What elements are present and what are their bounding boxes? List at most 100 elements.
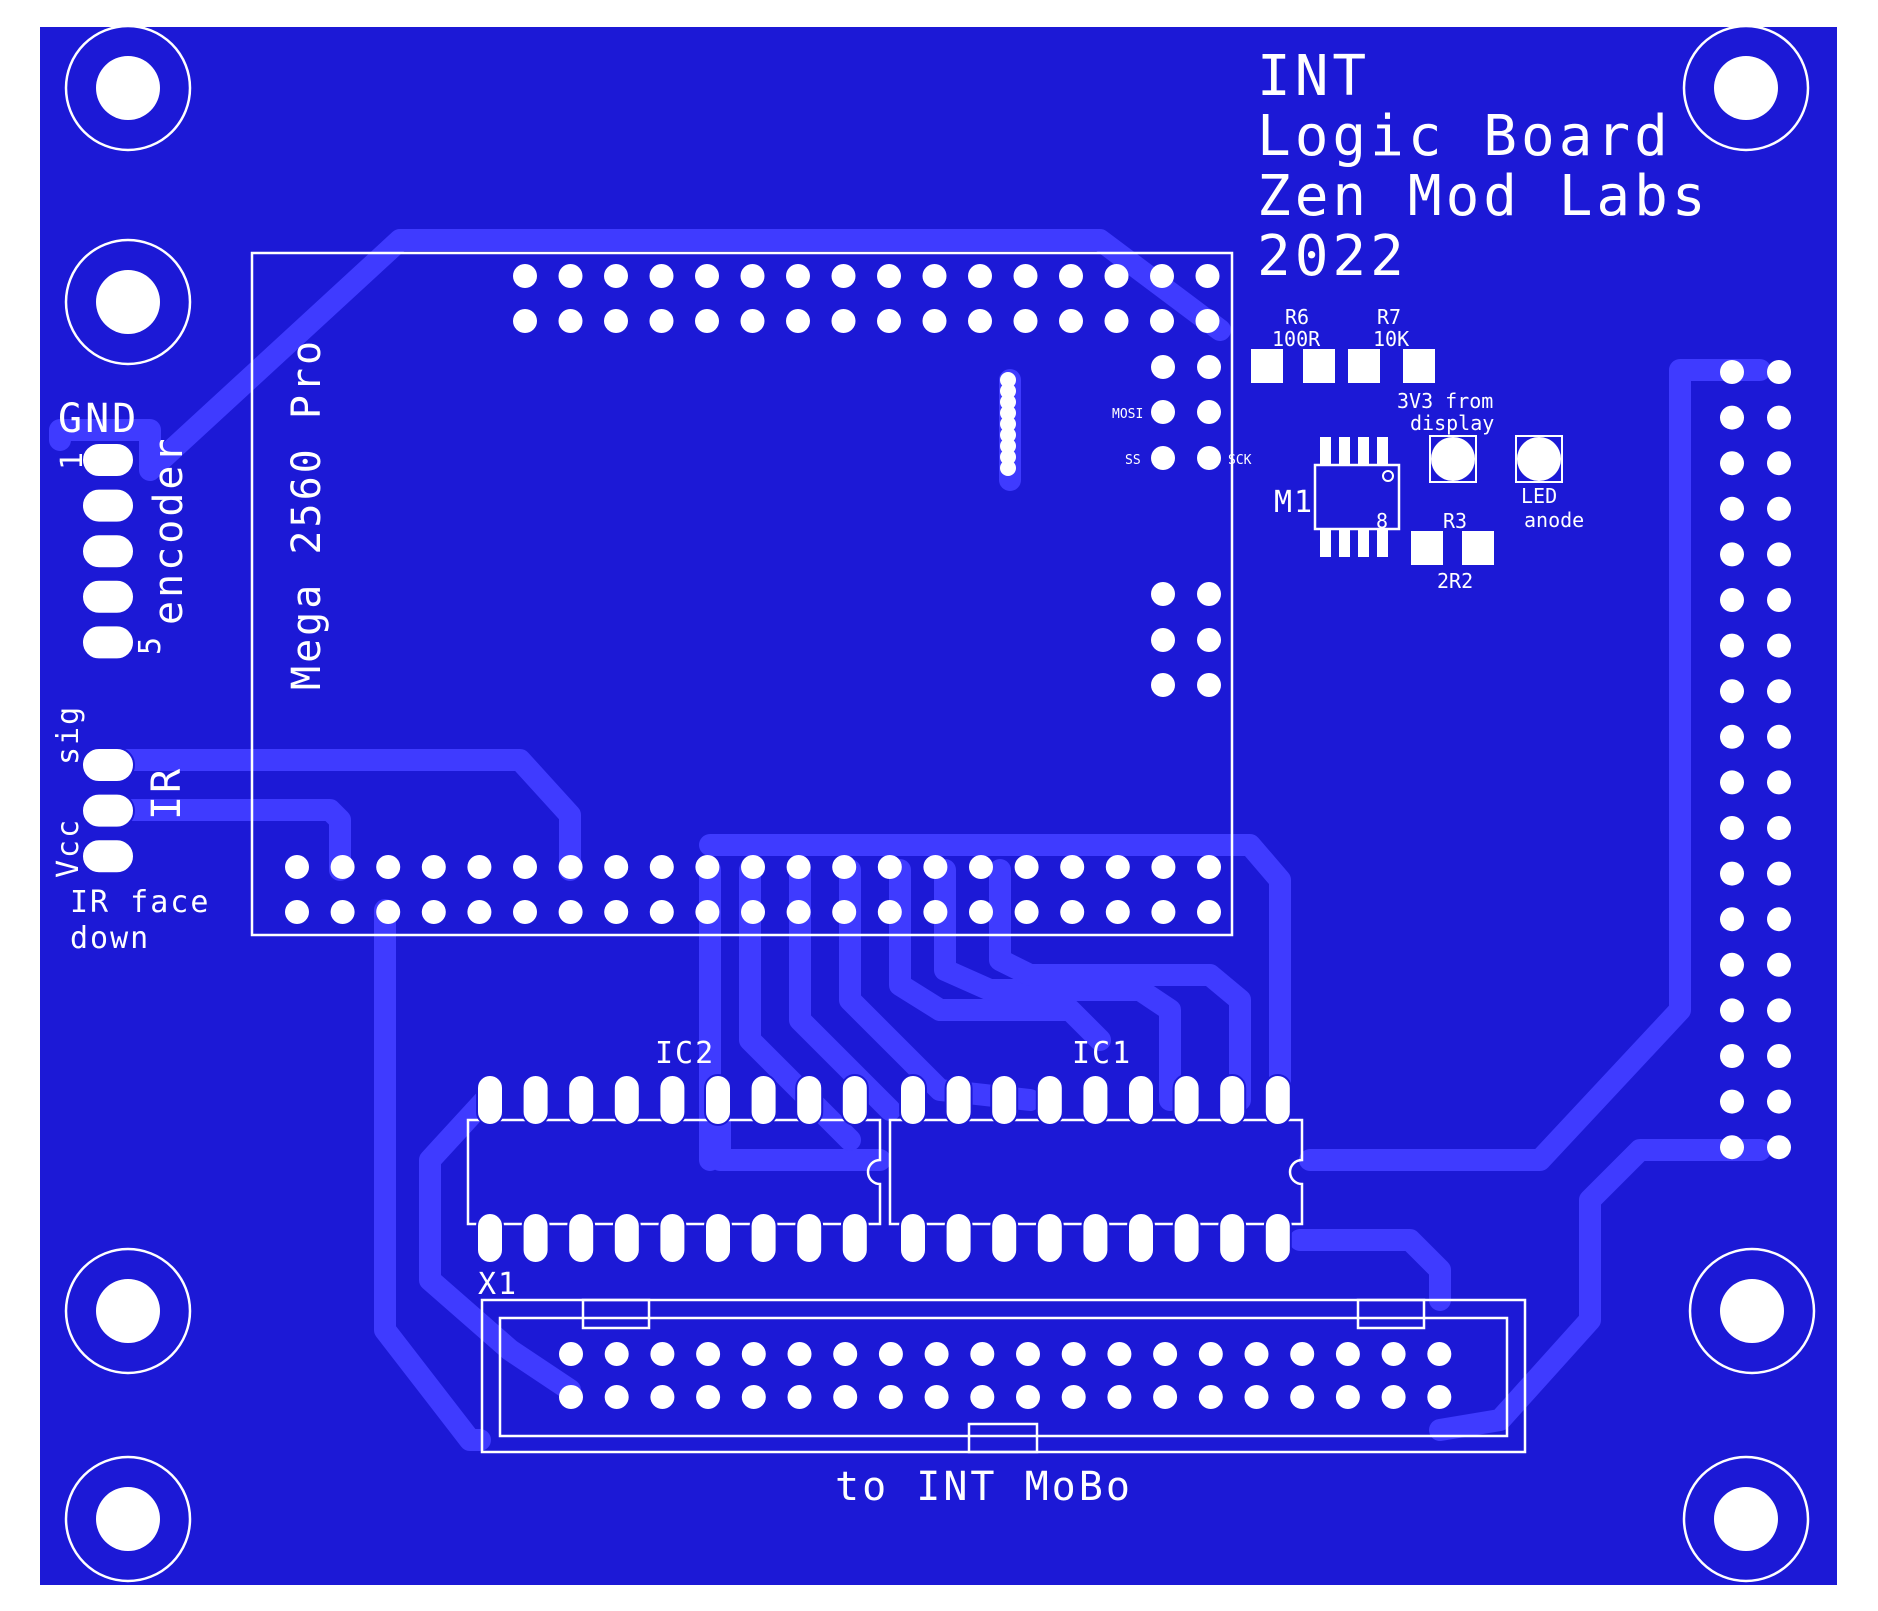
pad-icon: [1427, 1385, 1452, 1409]
ic2-outline: [466, 1118, 882, 1226]
pad-icon: [1060, 900, 1085, 924]
pad-icon: [787, 1342, 812, 1366]
r7-ref: R7: [1377, 305, 1401, 329]
mounting-hole-icon: [1688, 1247, 1816, 1375]
pad-icon: [1720, 1044, 1744, 1068]
encoder-header-pad: [81, 487, 135, 524]
mounting-hole-drill: [96, 1279, 160, 1343]
r3-value: 2R2: [1437, 569, 1473, 593]
r7-value: 10K: [1373, 327, 1409, 351]
ic-pin: [567, 1074, 596, 1126]
pad-icon: [831, 309, 856, 333]
pad-icon: [1720, 405, 1744, 430]
pad-icon: [695, 900, 720, 924]
pad-icon: [1151, 900, 1176, 924]
ic-pin: [1127, 1074, 1155, 1126]
x1-ref: X1: [478, 1267, 518, 1302]
pad-icon: [1767, 1089, 1791, 1114]
ic-pin: [749, 1074, 778, 1126]
ic-pin: [1172, 1074, 1201, 1126]
ic-pin: [658, 1074, 687, 1126]
via-dot: [1000, 372, 1016, 388]
pad-icon: [970, 1342, 995, 1366]
led-note-line-1: LED: [1521, 484, 1557, 508]
pad-icon: [1720, 770, 1744, 795]
m1-module: [1313, 437, 1401, 557]
ic-pin: [1218, 1212, 1247, 1264]
pad-icon: [877, 309, 901, 333]
pad-icon: [1013, 264, 1038, 288]
pad-icon: [1767, 1135, 1791, 1160]
pad-icon: [1198, 1342, 1223, 1366]
pad-icon: [1767, 405, 1791, 430]
pad-icon: [1014, 855, 1039, 879]
pad-icon: [558, 264, 583, 288]
pad-icon: [1014, 900, 1039, 924]
encoder-header-pad: [81, 533, 135, 570]
pad-icon: [513, 900, 537, 924]
pad-icon: [969, 900, 993, 924]
pad-icon: [1767, 1044, 1791, 1068]
ic-pin: [944, 1074, 973, 1126]
power-note-line-2: display: [1410, 411, 1494, 435]
m1-pin: [1339, 529, 1350, 557]
pad-icon: [1720, 952, 1744, 977]
mounting-hole-drill: [1714, 1487, 1778, 1551]
pad-icon: [1104, 309, 1129, 333]
ic-pin: [1081, 1212, 1110, 1264]
pad-icon: [1335, 1342, 1360, 1366]
pad-icon: [969, 855, 993, 879]
pad-icon: [877, 900, 902, 924]
pad-icon: [1107, 1385, 1132, 1409]
pad-icon: [421, 855, 446, 879]
pad-icon: [285, 855, 309, 879]
pad-icon: [1290, 1342, 1315, 1366]
pad-icon: [741, 1385, 766, 1409]
pad-icon: [1104, 264, 1129, 288]
pad-icon: [1198, 1385, 1223, 1409]
mounting-hole-icon: [64, 1247, 192, 1375]
via-dot: [1000, 449, 1016, 465]
pad-icon: [833, 1342, 858, 1366]
ic-pin: [749, 1212, 778, 1264]
ic-pin: [1127, 1212, 1155, 1264]
ic-pin: [658, 1212, 687, 1264]
pad-icon: [924, 1385, 949, 1409]
pad-icon: [1151, 400, 1175, 424]
ic-pin: [1035, 1074, 1064, 1126]
mega-2560-pro-outline: [250, 251, 1234, 937]
ic-pin: [899, 1212, 927, 1264]
ic-pin: [1035, 1212, 1064, 1264]
pad-icon: [650, 1385, 675, 1409]
mounting-holes: [64, 24, 1816, 1583]
sck-label: SCK: [1228, 453, 1252, 468]
pad-icon: [1105, 855, 1130, 879]
encoder-label: encoder: [146, 435, 192, 625]
pad-icon: [1381, 1385, 1406, 1409]
led-note-line-2: anode: [1524, 508, 1584, 532]
via-dot: [1000, 438, 1016, 454]
pad-icon: [696, 1342, 721, 1366]
sig-label: sig: [51, 705, 86, 765]
m1-pin: [1320, 529, 1331, 557]
pad-icon: [1381, 1342, 1406, 1366]
ic-pin: [1172, 1212, 1201, 1264]
pad-icon: [1105, 900, 1130, 924]
left-headers: [81, 442, 135, 875]
pad-icon: [922, 264, 947, 288]
pad-icon: [1197, 628, 1221, 652]
gnd-label: GND: [58, 396, 139, 442]
pad-icon: [924, 1342, 949, 1366]
title-line-4: 2022: [1257, 224, 1408, 289]
ir-note-line-2: down: [70, 921, 150, 956]
pad-icon: [604, 264, 628, 288]
pad-icon: [878, 1342, 903, 1366]
pad-icon: [1060, 855, 1085, 879]
pad-icon: [923, 855, 948, 879]
pad-icon: [1197, 582, 1221, 606]
m1-pin-8-label: 8: [1376, 509, 1388, 533]
ic-pin: [521, 1212, 550, 1264]
pad-icon: [1720, 861, 1744, 886]
pad-icon: [1720, 724, 1744, 749]
vcc-label: Vcc: [51, 818, 86, 878]
